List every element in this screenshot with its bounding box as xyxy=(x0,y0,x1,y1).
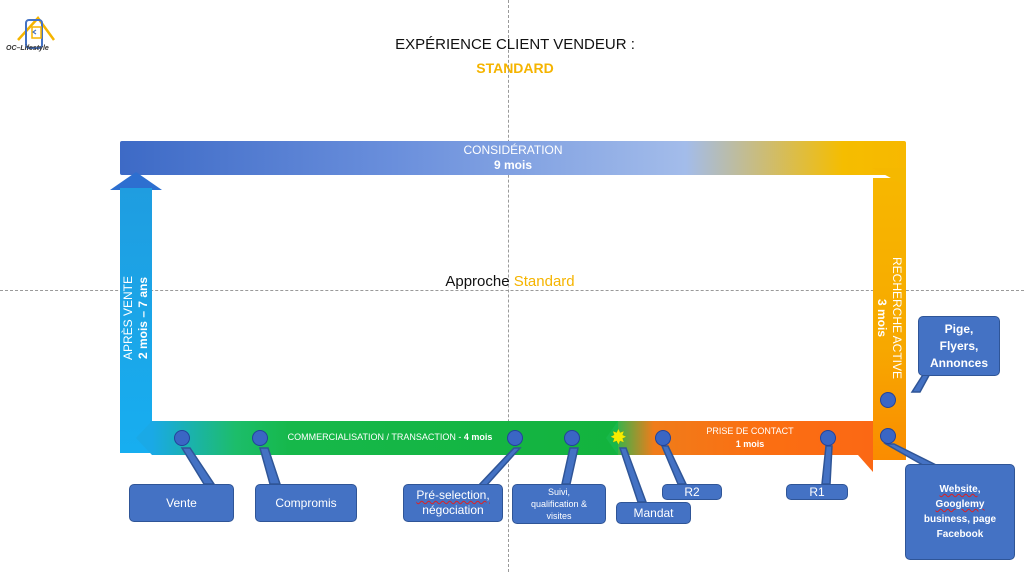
page-subtitle: STANDARD xyxy=(476,60,554,76)
arrow-corner-icon xyxy=(858,455,873,472)
page-title: EXPÉRIENCE CLIENT VENDEUR : xyxy=(395,36,635,53)
callout-vente-label: Vente xyxy=(166,496,197,510)
callout-pointer xyxy=(259,447,282,485)
step-dot-r1[interactable] xyxy=(820,430,836,446)
callout-preselection-line2: négociation xyxy=(422,503,484,517)
callout-r2[interactable]: R2 xyxy=(662,484,722,500)
callout-pointer xyxy=(180,447,216,485)
callout-pige[interactable]: Pige, Flyers, Annonces xyxy=(918,316,1000,376)
arrow-corner-icon xyxy=(872,168,906,186)
prise-de-contact-label: PRISE DE CONTACT 1 mois xyxy=(660,425,840,451)
consideration-bar xyxy=(120,141,906,175)
approach-label: Approche Standard xyxy=(390,273,630,290)
step-dot-compromis[interactable] xyxy=(252,430,268,446)
callout-r2-label: R2 xyxy=(684,485,700,499)
callout-suivi-line3: visites xyxy=(546,511,572,521)
callout-website-line3: business, page xyxy=(923,514,997,525)
callout-r1-label: R1 xyxy=(809,485,825,499)
step-dot-preselection[interactable] xyxy=(507,430,523,446)
consideration-duration: 9 mois xyxy=(493,158,532,172)
callout-pointer xyxy=(476,447,522,487)
callout-vente[interactable]: Vente xyxy=(129,484,234,522)
callout-mandat[interactable]: Mandat xyxy=(616,502,691,524)
approach-label-prefix: Approche xyxy=(445,273,514,290)
callout-r1[interactable]: R1 xyxy=(786,484,848,500)
callout-pige-line2: Flyers, xyxy=(939,338,979,353)
consideration-title: CONSIDÉRATION xyxy=(463,143,563,157)
step-dot-website[interactable] xyxy=(880,428,896,444)
approach-label-highlight: Standard xyxy=(513,273,575,290)
step-dot-r2[interactable] xyxy=(655,430,671,446)
consideration-label: CONSIDÉRATION 9 mois xyxy=(120,143,906,173)
callout-website-line4: Facebook xyxy=(936,529,984,540)
callout-compromis[interactable]: Compromis xyxy=(255,484,357,522)
callout-website[interactable]: Website, Googlemy business, page Faceboo… xyxy=(905,464,1015,560)
callout-pointer xyxy=(660,445,688,485)
commercialisation-duration: 4 mois xyxy=(463,432,493,442)
arrow-left-icon xyxy=(136,421,152,455)
commercialisation-label: COMMERCIALISATION / TRANSACTION - 4 mois xyxy=(240,432,540,442)
prise-de-contact-duration: 1 mois xyxy=(735,439,765,449)
logo-icon xyxy=(17,16,56,49)
step-dot-suivi[interactable] xyxy=(564,430,580,446)
callout-pointer xyxy=(561,447,579,485)
callout-suivi-line1: Suivi, xyxy=(547,487,570,497)
callout-pointer xyxy=(821,445,833,485)
callout-pige-line1: Pige, xyxy=(944,321,974,336)
horizontal-guide-line xyxy=(0,290,1024,291)
step-dot-pige[interactable] xyxy=(880,392,896,408)
vertical-guide-line xyxy=(508,0,509,572)
logo-text: OC–Lifestyle xyxy=(6,45,49,52)
callout-preselection[interactable]: Pré-selection, négociation xyxy=(403,484,503,522)
commercialisation-bar xyxy=(152,421,618,455)
callout-pointer xyxy=(618,447,648,503)
prise-de-contact-title: PRISE DE CONTACT xyxy=(706,426,794,436)
apres-vente-bar xyxy=(120,188,152,453)
callout-suivi[interactable]: Suivi, qualification & visites xyxy=(512,484,606,524)
step-dot-vente[interactable] xyxy=(174,430,190,446)
callout-compromis-label: Compromis xyxy=(275,496,337,510)
callout-website-line1: Website, xyxy=(939,484,981,495)
recherche-active-bar xyxy=(873,178,906,460)
callout-mandat-label: Mandat xyxy=(633,506,674,520)
arrow-left-icon xyxy=(606,421,618,455)
commercialisation-title: COMMERCIALISATION / TRANSACTION - xyxy=(287,432,464,442)
arrow-up-icon xyxy=(110,172,162,190)
callout-preselection-line1: Pré-selection, xyxy=(416,488,490,502)
callout-suivi-line2: qualification & xyxy=(530,499,588,509)
callout-website-line2: Googlemy xyxy=(935,499,985,510)
callout-pige-line3: Annonces xyxy=(929,355,988,370)
mandat-star-icon[interactable]: ✸ xyxy=(610,427,627,449)
